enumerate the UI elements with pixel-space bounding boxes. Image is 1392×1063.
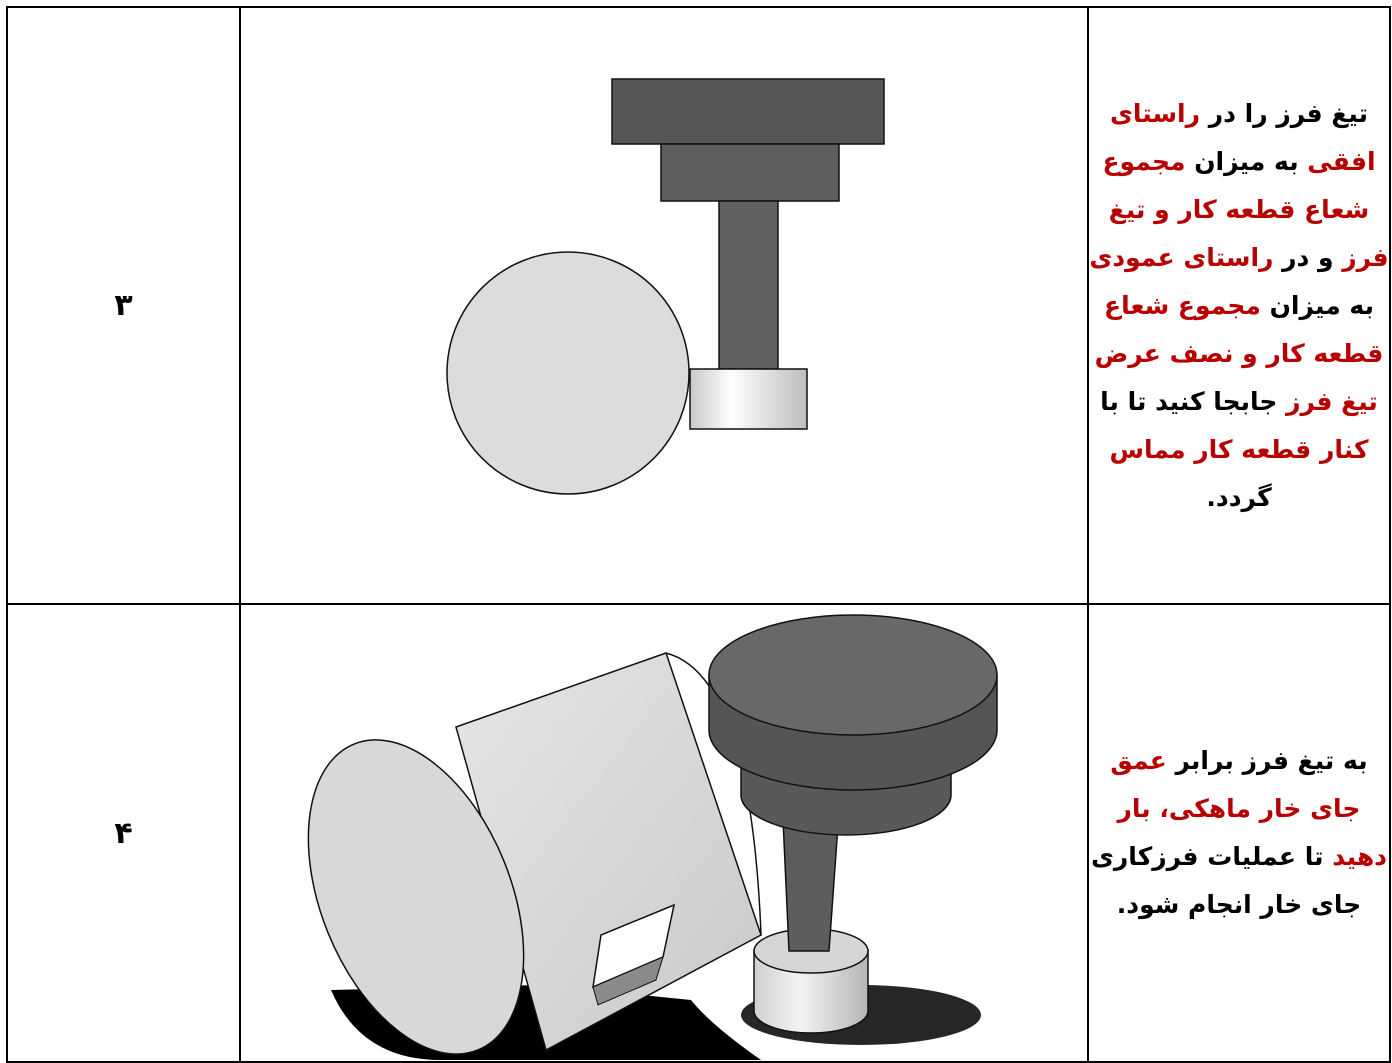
spindle-head-disc-top (708, 614, 998, 736)
milling-front-view-illustration (446, 78, 885, 495)
spindle-head-top (611, 78, 885, 145)
table-row: ۴ (6, 603, 1391, 1063)
keyway-wall (592, 956, 664, 1006)
step-description: به تیغ فرز برابر عمق جای خار ماهکی، بار … (1087, 603, 1391, 1063)
milling-isometric-illustration (307, 614, 998, 1060)
workpiece-end-face (307, 739, 525, 1055)
milling-cutter-side (753, 950, 869, 1034)
figure-cell (239, 6, 1089, 605)
figure-cell (239, 603, 1089, 1063)
step-number: ۳ (6, 6, 241, 605)
spindle-head-lower (660, 143, 840, 202)
arbor-shaft (718, 200, 779, 370)
step-number: ۴ (6, 603, 241, 1063)
table-row: ۳ تیغ فرز را در راستای افقی به میزان مجم… (6, 6, 1391, 605)
step-description: تیغ فرز را در راستای افقی به میزان مجموع… (1087, 6, 1391, 605)
workpiece-circle (446, 251, 690, 495)
steps-table: ۳ تیغ فرز را در راستای افقی به میزان مجم… (6, 6, 1391, 1063)
milling-cutter (689, 368, 808, 430)
